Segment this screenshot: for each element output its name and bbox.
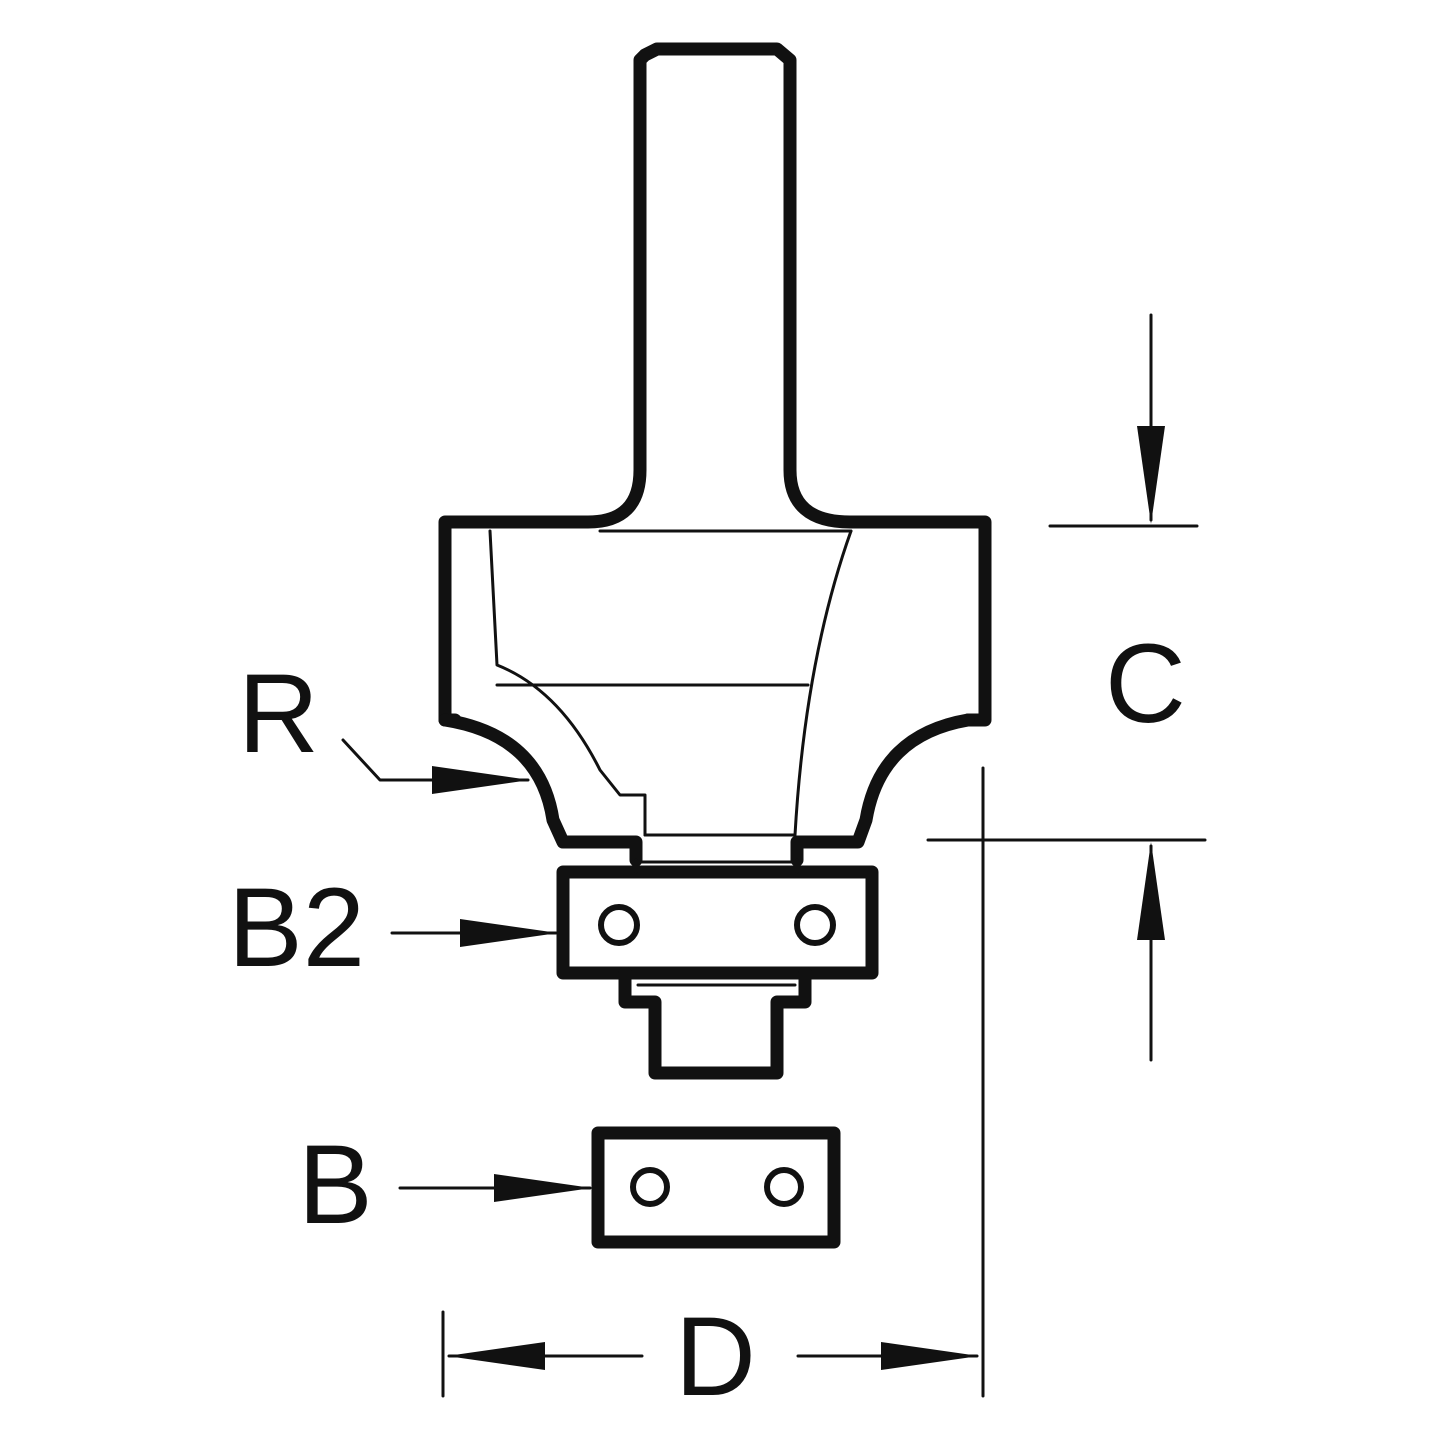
- bearing-b-hole-left: [630, 1167, 670, 1207]
- retaining-washer: [618, 966, 812, 1080]
- cutter-left-profile: [438, 713, 643, 867]
- c-arrowhead-bottom: [1137, 842, 1165, 940]
- bearing-b-hole-right: [764, 1167, 804, 1207]
- c-arrowhead-top: [1137, 426, 1165, 524]
- label-r: R: [238, 651, 319, 776]
- cutter-inner-left: [488, 529, 647, 837]
- cutter-right-profile: [790, 713, 975, 867]
- bearing-b2-neck: [634, 858, 799, 874]
- label-c: C: [1105, 621, 1186, 746]
- bearing-b2: [556, 865, 879, 980]
- d-arrowhead-left: [447, 1342, 545, 1370]
- bearing-b: [591, 1126, 841, 1249]
- b2-arrowhead: [460, 919, 558, 947]
- shank: [438, 42, 992, 727]
- bearing-b2-hole-right: [794, 904, 836, 946]
- bearing-b2-hole-left: [598, 904, 640, 946]
- label-b: B: [298, 1122, 373, 1247]
- label-b2: B2: [228, 865, 365, 990]
- cutter-flute-edge: [793, 529, 853, 837]
- r-arrowhead: [432, 766, 530, 794]
- label-d: D: [675, 1294, 756, 1419]
- b-arrowhead: [494, 1174, 592, 1202]
- d-arrowhead-right: [881, 1342, 979, 1370]
